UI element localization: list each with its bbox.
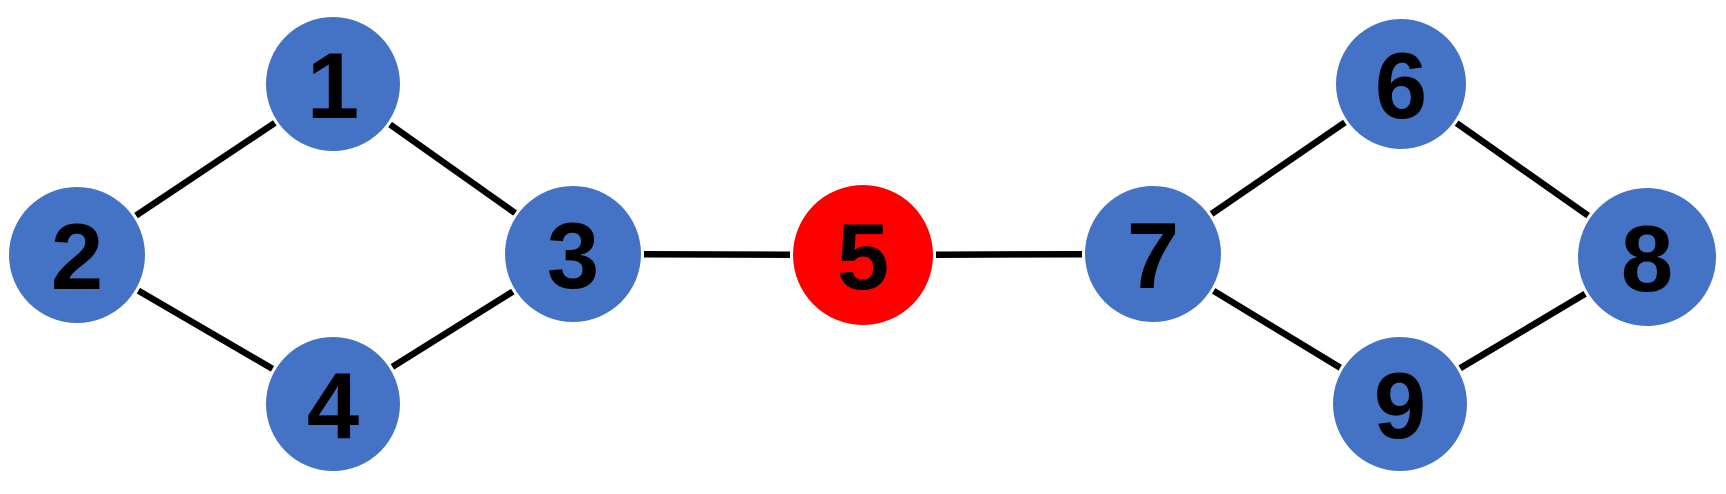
- graph-edge-1-2: [134, 120, 277, 219]
- node-circle-highlighted: [793, 185, 933, 325]
- node-circle: [1333, 337, 1467, 471]
- graph-node-4: 4: [266, 337, 400, 471]
- graph-edge-3-5: [643, 250, 791, 258]
- graph-edge-3-4: [390, 288, 515, 370]
- graph-node-9: 9: [1333, 337, 1467, 471]
- node-circle: [9, 187, 145, 323]
- graph-edge-6-7: [1209, 119, 1347, 217]
- node-circle: [1336, 19, 1466, 149]
- graph-node-1: 1: [266, 17, 400, 151]
- graph-edge-7-9: [1212, 288, 1342, 371]
- graph-edge-1-3: [388, 121, 517, 216]
- graph-node-8: 8: [1578, 188, 1716, 326]
- graph-node-5: 5: [793, 185, 933, 325]
- node-circle: [1578, 188, 1716, 326]
- graph-node-6: 6: [1336, 19, 1466, 149]
- node-circle: [266, 17, 400, 151]
- graph-edge-6-8: [1454, 120, 1590, 219]
- graph-edge-8-9: [1458, 291, 1587, 371]
- graph-edge-5-7: [935, 250, 1083, 258]
- graph-node-2: 2: [9, 187, 145, 323]
- graph-node-7: 7: [1085, 186, 1221, 322]
- graph-node-3: 3: [505, 186, 641, 322]
- node-circle: [1085, 186, 1221, 322]
- node-circle: [266, 337, 400, 471]
- node-circle: [505, 186, 641, 322]
- graph-edge-2-4: [136, 287, 275, 372]
